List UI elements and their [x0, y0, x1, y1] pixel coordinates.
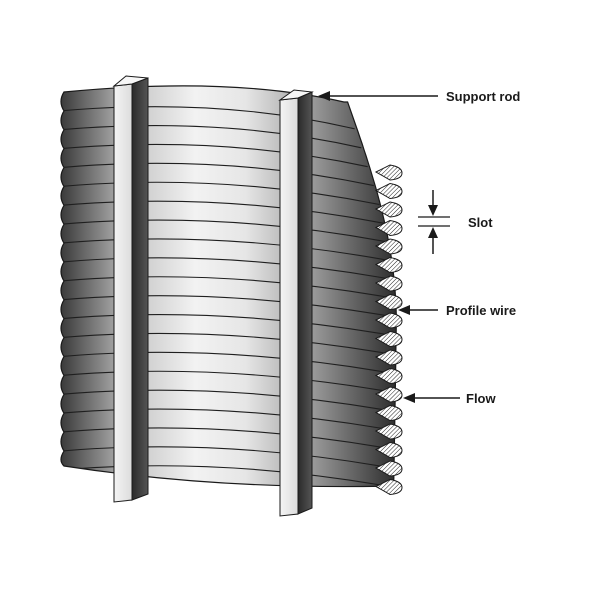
profile-wire-section — [374, 164, 403, 181]
profile-wire-section — [374, 423, 403, 440]
profile-wire-row — [61, 200, 385, 224]
profile-wire-row — [61, 313, 397, 338]
profile-wire-label: Profile wire — [446, 303, 516, 318]
profile-wire-row — [61, 295, 397, 319]
profile-wire-section — [374, 201, 403, 218]
profile-wire-row — [61, 257, 397, 281]
profile-wire-row — [61, 276, 397, 300]
profile-wire-section — [374, 386, 403, 403]
profile-wire-section — [374, 238, 403, 255]
profile-wire-annotation: Profile wire — [398, 303, 516, 318]
profile-wire-section — [374, 478, 403, 496]
profile-wire-section — [374, 441, 403, 459]
screen-cylinder — [60, 85, 397, 488]
profile-wire-row — [61, 181, 380, 206]
profile-wire-row — [61, 238, 394, 262]
profile-wire-row — [61, 125, 362, 149]
profile-wire-row — [61, 427, 397, 451]
profile-wire-section — [374, 219, 403, 237]
profile-wire-row — [61, 446, 397, 470]
profile-wire-row — [61, 106, 355, 130]
support-rod-annotation: Support rod — [318, 89, 520, 104]
profile-wire-cross-sections — [374, 164, 403, 496]
profile-wire-row — [61, 332, 397, 357]
profile-wire-section — [374, 182, 403, 200]
profile-wire-section — [374, 367, 403, 385]
profile-wire-section — [374, 256, 403, 274]
profile-wire-row — [61, 351, 397, 376]
support-rod-left — [112, 75, 149, 503]
profile-wire-rows — [61, 106, 397, 487]
profile-wire-section — [374, 404, 403, 422]
slot-label: Slot — [468, 215, 493, 230]
profile-wire-row — [61, 408, 397, 432]
profile-wire-row — [61, 465, 397, 487]
cylinder-body — [60, 85, 397, 488]
support-rod-label: Support rod — [446, 89, 520, 104]
profile-wire-section — [374, 330, 403, 348]
profile-wire-row — [61, 162, 374, 187]
profile-wire-section — [374, 312, 403, 329]
support-rod-right — [278, 89, 314, 517]
flow-label: Flow — [466, 391, 496, 406]
profile-wire-row — [61, 219, 390, 243]
profile-wire-row — [61, 370, 397, 395]
profile-wire-section — [374, 293, 403, 311]
slot-annotation: Slot — [418, 190, 493, 254]
profile-wire-row — [61, 143, 368, 168]
profile-wire-section — [374, 460, 403, 477]
profile-wire-section — [374, 349, 403, 366]
flow-annotation: Flow — [403, 391, 496, 406]
profile-wire-section — [374, 275, 403, 292]
profile-wire-row — [61, 389, 397, 413]
